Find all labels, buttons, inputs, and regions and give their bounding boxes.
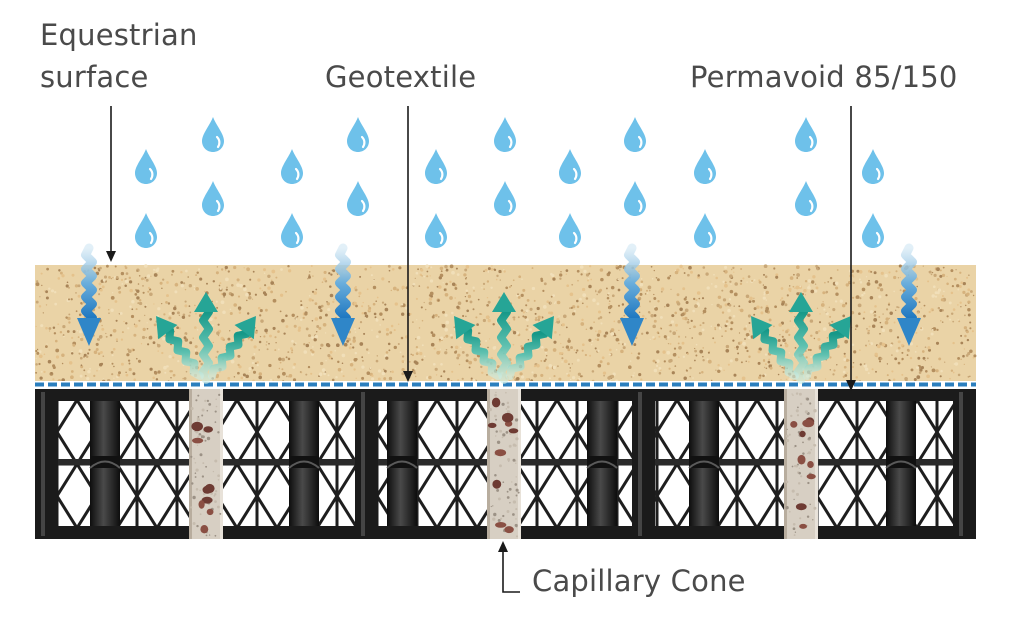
water-drop-icon: [346, 116, 370, 152]
label-pointers: [106, 106, 856, 593]
water-drop-icon: [693, 212, 717, 248]
geotextile-label: Geotextile: [325, 60, 477, 94]
down-arrow-icon: [897, 243, 921, 346]
crate-post-4: [953, 389, 976, 539]
water-drop-icon: [794, 180, 818, 216]
geotextile-pointer: [403, 106, 413, 382]
crate-column-6: [885, 401, 917, 526]
water-drop-icon: [346, 180, 370, 216]
crate-column-2: [288, 401, 320, 526]
water-drop-icon: [493, 116, 517, 152]
down-arrow-icon: [331, 243, 355, 346]
crate-column-1: [89, 401, 121, 526]
rain-drops: [134, 116, 885, 248]
upward-spread-arrows-icon: [751, 292, 851, 384]
water-drop-icon: [558, 212, 582, 248]
water-drop-icon: [424, 212, 448, 248]
capillary-cone-1: [189, 389, 223, 539]
capillary-cone-3: [784, 389, 818, 539]
water-drop-icon: [493, 180, 517, 216]
capillary-cone-2: [487, 389, 521, 539]
water-drop-icon: [623, 116, 647, 152]
capillary-cone-label: Capillary Cone: [532, 564, 746, 598]
permavoid-label: Permavoid 85/150: [690, 60, 958, 94]
geotextile-layer: [35, 381, 976, 388]
equestrian-surface-label-line2: surface: [40, 60, 149, 94]
down-arrow-icon: [620, 243, 644, 346]
water-drop-icon: [424, 148, 448, 184]
water-drop-icon: [558, 148, 582, 184]
equestrian-surface-label-line1: Equestrian: [40, 18, 198, 52]
water-drop-icon: [280, 148, 304, 184]
upward-spread-arrows-icon: [156, 292, 256, 384]
capillary-cone-pointer: [498, 541, 520, 593]
upward-spread-arrows-icon: [454, 292, 554, 384]
water-drop-icon: [201, 180, 225, 216]
water-drop-icon: [861, 212, 885, 248]
capillary-cone-layer: [189, 389, 818, 539]
water-drop-icon: [201, 116, 225, 152]
down-arrow-icon: [77, 243, 101, 346]
crate-column-5: [688, 401, 720, 526]
crate-column-3: [386, 401, 418, 526]
water-drop-icon: [134, 148, 158, 184]
flow-arrows: [77, 243, 921, 384]
crate-post-3: [632, 389, 655, 539]
crate-column-4: [586, 401, 618, 526]
water-drop-icon: [280, 212, 304, 248]
water-drop-icon: [134, 212, 158, 248]
water-drop-icon: [693, 148, 717, 184]
equestrian-pointer: [106, 106, 116, 262]
water-drop-icon: [861, 148, 885, 184]
crate-post-1: [35, 389, 58, 539]
water-drop-icon: [623, 180, 647, 216]
permavoid-pointer: [846, 106, 856, 391]
water-drop-icon: [794, 116, 818, 152]
crate-post-2: [355, 389, 378, 539]
